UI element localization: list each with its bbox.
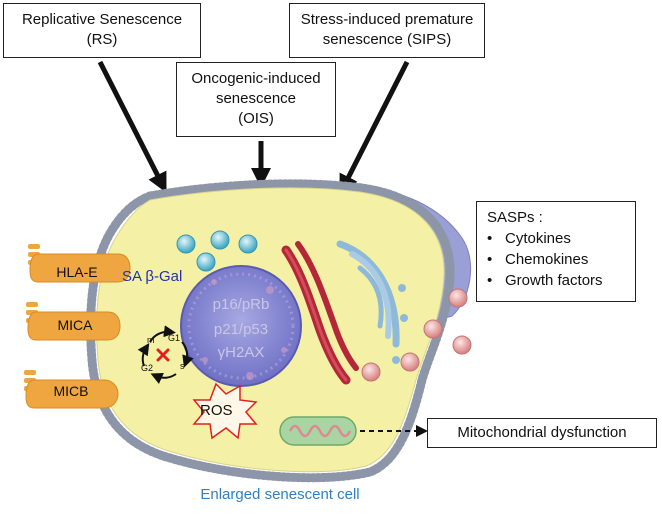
receptor-micb [24, 370, 119, 409]
sasp-item-chemokines: Chemokines [487, 249, 635, 270]
cell-cycle-arrows [137, 325, 194, 384]
arrow-sips [339, 60, 410, 195]
figure-caption: Enlarged senescent cell [200, 486, 360, 503]
stress-induced-box: Stress-induced premature senescence (SIP… [289, 3, 485, 58]
replicative-abbr: (RS) [86, 31, 118, 48]
secretory-vesicles [361, 288, 472, 382]
stress-title: Stress-induced premature [300, 11, 474, 28]
hla-e-label: HLA-E [56, 264, 98, 280]
sasp-box: SASPs : Cytokines Chemokines Growth fact… [476, 201, 636, 302]
mito-label: Mitochondrial dysfunction [457, 424, 627, 441]
nucleus [180, 265, 302, 387]
mito-dysfunction-box: Mitochondrial dysfunction [427, 418, 657, 448]
sasp-title: SASPs : [487, 209, 543, 226]
cell-cycle-g2: G2 [141, 363, 154, 373]
oncogenic-title: Oncogenic-induced [191, 70, 321, 87]
sa-beta-gal-label: SA β-Gal [122, 268, 183, 285]
nucleus-marker-p21: p21/p53 [213, 321, 269, 338]
nucleus-marker-p16: p16/pRb [212, 296, 270, 313]
cell-membrane [86, 179, 455, 483]
ros-starburst [192, 382, 258, 440]
oncogenic-induced-box: Oncogenic-induced senescence (OIS) [176, 62, 336, 137]
oncogenic-subtitle: senescence [215, 90, 297, 107]
cell-cycle-s: s [180, 361, 185, 371]
sasp-list: Cytokines Chemokines Growth factors [487, 228, 635, 291]
mitochondrion [279, 416, 357, 446]
mica-label: MICA [57, 317, 93, 333]
replicative-title: Replicative Senescence [21, 11, 183, 28]
stress-abbr: senescence (SIPS) [322, 31, 452, 48]
arrow-rs [97, 60, 167, 193]
ros-label: ROS [200, 402, 233, 419]
sasp-item-cytokines: Cytokines [487, 228, 635, 249]
sasp-item-growth-factors: Growth factors [487, 270, 635, 291]
oncogenic-abbr: (OIS) [238, 110, 274, 127]
cell-cycle-g1: G1 [168, 333, 181, 343]
receptor-hla-e [28, 244, 131, 283]
micb-label: MICB [53, 383, 89, 399]
receptor-mica [26, 302, 121, 341]
arrest-x-icon [156, 348, 170, 362]
nucleus-marker-h2ax: γH2AX [217, 344, 265, 361]
endoplasmic-reticulum [281, 241, 359, 385]
cell-cycle-m: m [147, 335, 155, 345]
golgi-apparatus [336, 240, 408, 364]
replicative-senescence-box: Replicative Senescence (RS) [3, 3, 201, 58]
granules [176, 230, 258, 272]
